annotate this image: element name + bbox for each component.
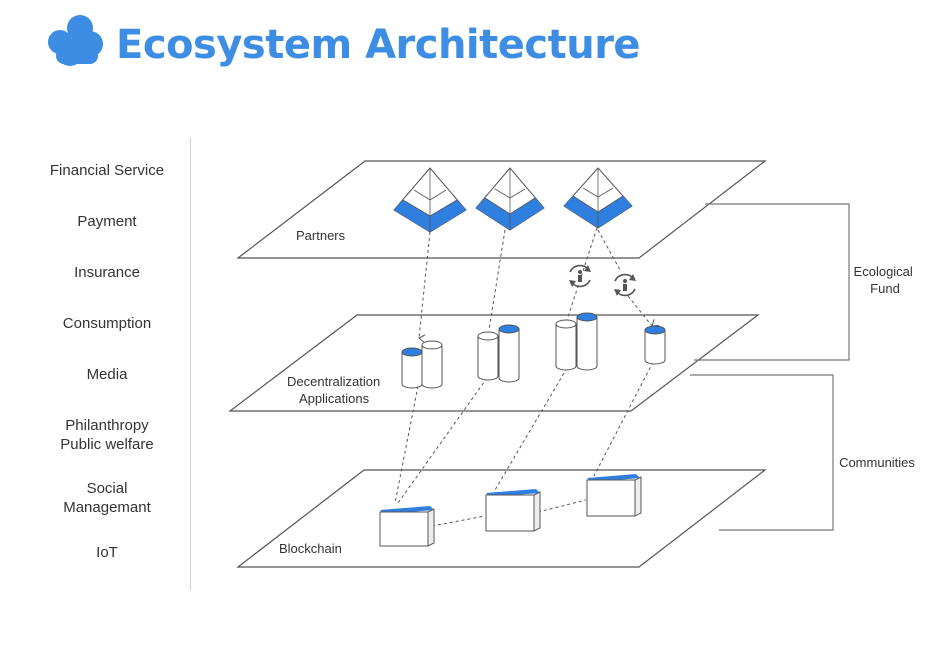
connector-line	[537, 499, 587, 513]
page-title: Ecosystem Architecture	[116, 22, 641, 68]
blockchain-layer-label: Blockchain	[279, 541, 342, 556]
communities-bracket	[690, 374, 834, 531]
communities-label: Communities	[839, 455, 915, 470]
connector-line	[566, 227, 598, 321]
category-insurance: Insurance	[74, 264, 140, 281]
cloud-icon	[48, 15, 103, 66]
exchange-person-icon	[614, 273, 636, 297]
category-financial-service: Financial Service	[49, 162, 165, 179]
partner-pyramid-icon	[475, 167, 545, 231]
block-icon	[485, 489, 541, 532]
connector-line	[431, 515, 486, 527]
dapps-layer-label: Decentralization Applications	[287, 374, 384, 406]
category-payment: Payment	[77, 213, 137, 230]
connector-line	[394, 385, 419, 504]
connector-line	[627, 295, 652, 326]
dapps-layer-label-line1: Decentralization	[287, 374, 380, 389]
category-iot: IoT	[96, 544, 118, 561]
ecological-fund-label-line1: Ecological	[854, 264, 913, 279]
partner-pyramid-icon	[563, 167, 633, 229]
ecological-fund-bracket	[694, 203, 850, 361]
connector-line	[397, 377, 488, 504]
divider-line	[190, 138, 191, 590]
category-consumption: Consumption	[62, 315, 152, 332]
partners-layer-label: Partners	[296, 228, 346, 243]
block-icon	[586, 474, 642, 517]
dapp-cylinder-icon	[401, 312, 666, 389]
ecological-fund-label-line2: Fund	[870, 281, 900, 296]
partner-pyramid-icon	[393, 167, 467, 233]
connector-line	[488, 229, 506, 331]
dapps-layer-label-line2: Applications	[299, 391, 370, 406]
category-media: Media	[86, 366, 128, 383]
category-social-management: Social Managemant	[63, 480, 151, 516]
category-philanthropy: Philanthropy Public welfare	[60, 417, 154, 453]
block-icon	[379, 506, 435, 547]
connector-line	[597, 229, 621, 271]
exchange-person-icon	[569, 264, 591, 288]
ecological-fund-label: Ecological Fund	[854, 264, 917, 296]
